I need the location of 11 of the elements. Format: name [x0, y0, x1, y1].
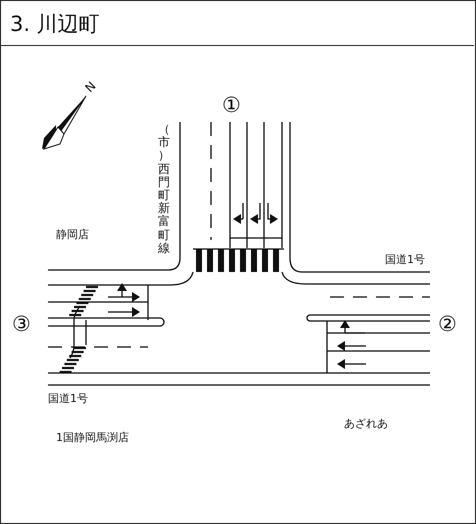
north-label: N	[82, 78, 99, 96]
road-name: 国道1号	[385, 252, 425, 267]
approach-number: ①	[222, 93, 241, 117]
place-label: 静岡店	[56, 227, 89, 242]
place-label: 1国静岡馬渕店	[56, 430, 129, 445]
place-label: あざれあ	[344, 416, 388, 431]
page-title: 3. 川辺町	[10, 11, 100, 38]
road-name: 国道1号	[48, 391, 88, 406]
approach-number: ③	[12, 312, 31, 336]
approach-number: ②	[438, 312, 457, 336]
road-name: （市）西門町新富町線	[158, 123, 170, 255]
